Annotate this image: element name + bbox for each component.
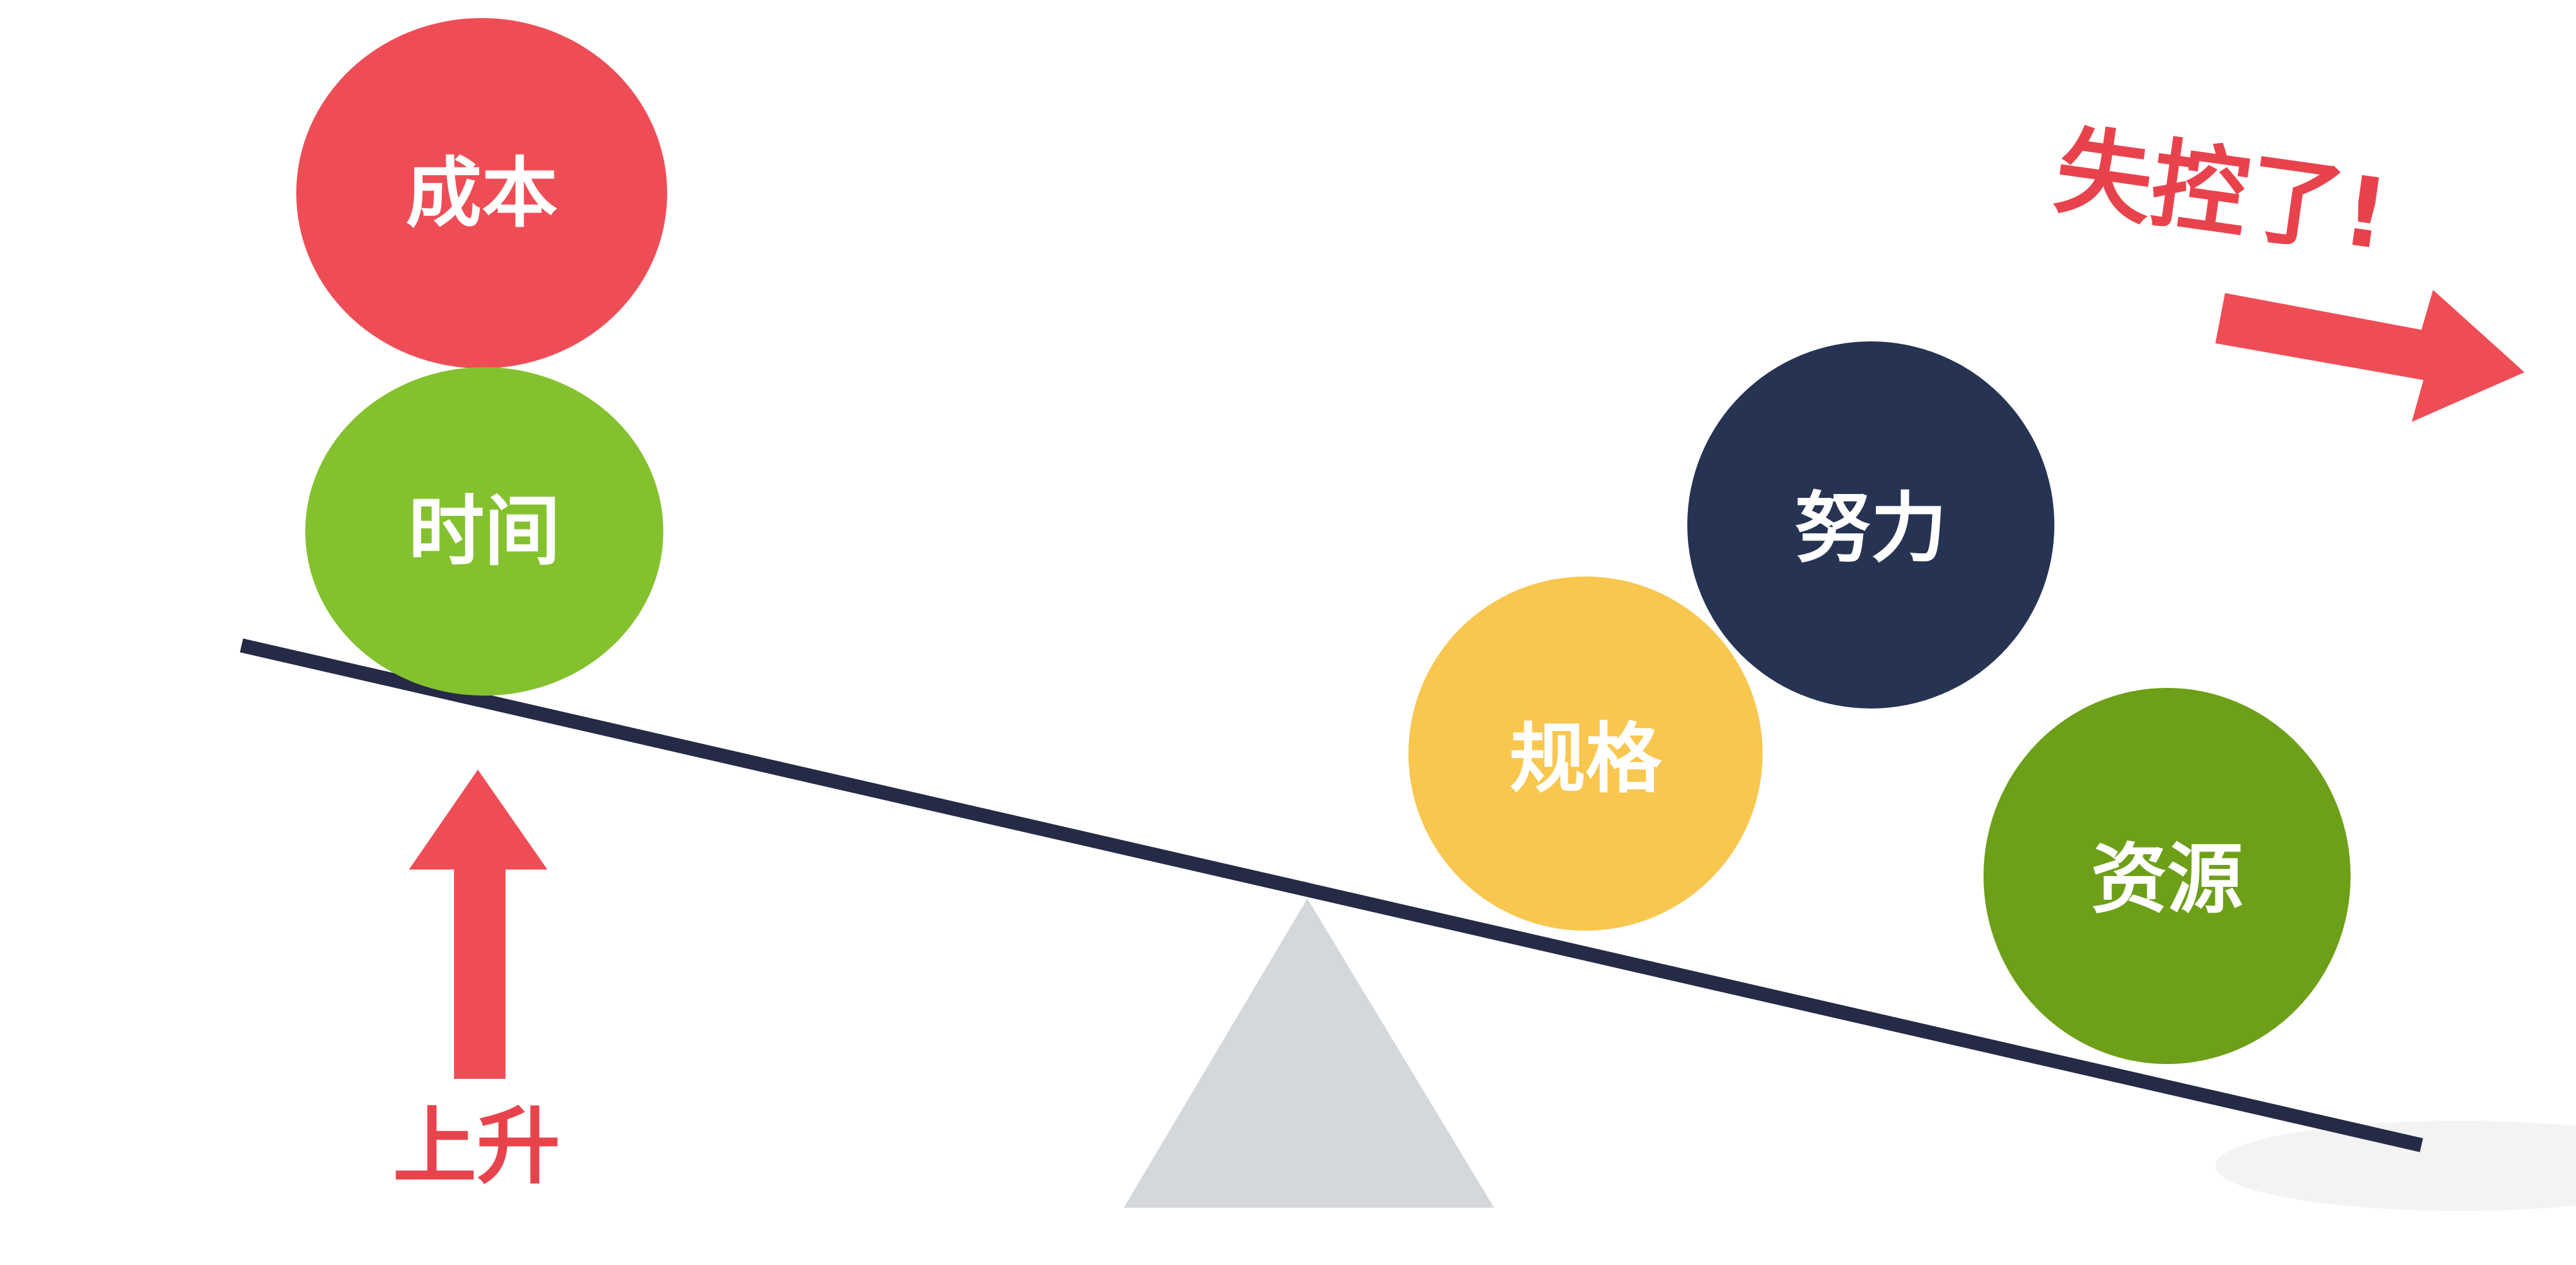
ball-cost: 成本	[296, 18, 667, 368]
ball-time: 时间	[305, 367, 663, 696]
ball-spec: 规格	[1408, 576, 1763, 931]
fulcrum-triangle	[1124, 899, 1494, 1208]
ball-resources: 资源	[1984, 688, 2351, 1064]
ball-effort: 努力	[1687, 341, 2054, 709]
up-arrow-icon	[409, 770, 547, 1079]
out-of-control-label: 失控了!	[2049, 115, 2395, 272]
shadow	[2215, 1121, 2576, 1211]
ball-resources-label: 资源	[2091, 835, 2243, 924]
rise-label: 上升	[393, 1098, 560, 1195]
seesaw-beam	[240, 638, 2423, 1152]
ball-cost-label: 成本	[406, 149, 558, 238]
ball-effort-label: 努力	[1795, 484, 1947, 573]
right-arrow-icon	[2215, 290, 2524, 422]
ball-time-label: 时间	[408, 487, 560, 576]
ball-spec-label: 规格	[1510, 714, 1662, 803]
